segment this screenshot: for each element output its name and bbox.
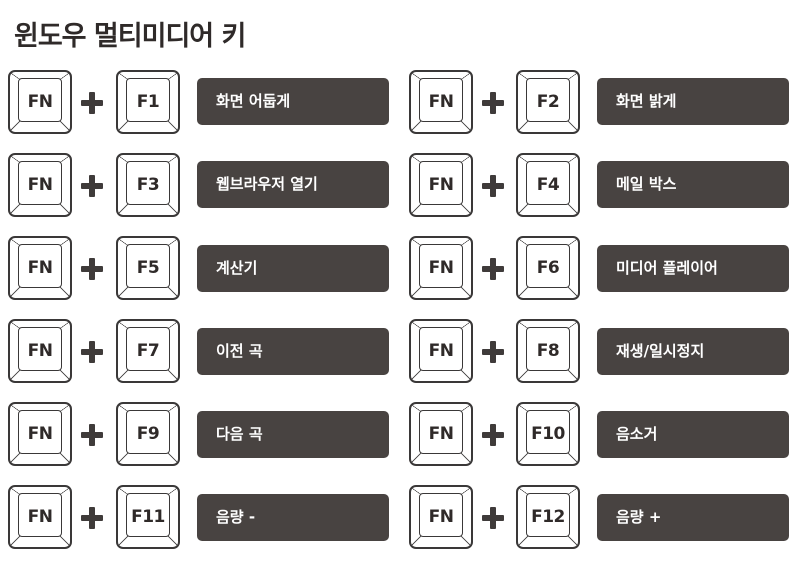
page-title: 윈도우 멀티미디어 키 bbox=[14, 21, 246, 52]
function-key-label: F11 bbox=[131, 507, 165, 527]
plus-icon bbox=[81, 507, 103, 529]
fn-key-label: FN bbox=[428, 507, 454, 527]
function-key-keycap: F10 bbox=[516, 402, 580, 466]
plus-icon bbox=[482, 424, 504, 446]
function-key-keycap: F1 bbox=[116, 70, 180, 134]
fn-key-label: FN bbox=[428, 92, 454, 112]
fn-key-label: FN bbox=[27, 424, 53, 444]
function-key-keycap: F4 bbox=[516, 153, 580, 217]
fn-key-keycap: FN bbox=[409, 153, 473, 217]
function-key-keycap: F8 bbox=[516, 319, 580, 383]
action-label: 미디어 플레이어 bbox=[597, 245, 789, 292]
function-key-label: F3 bbox=[136, 175, 160, 195]
plus-icon bbox=[482, 507, 504, 529]
action-label: 음량 - bbox=[197, 494, 389, 541]
action-label: 메일 박스 bbox=[597, 161, 789, 208]
function-key-keycap: F12 bbox=[516, 485, 580, 549]
fn-key-keycap: FN bbox=[8, 319, 72, 383]
action-label: 음소거 bbox=[597, 411, 789, 458]
function-key-keycap: F5 bbox=[116, 236, 180, 300]
fn-key-label: FN bbox=[428, 258, 454, 278]
fn-key-keycap: FN bbox=[8, 153, 72, 217]
function-key-label: F9 bbox=[136, 424, 160, 444]
action-label: 화면 어둡게 bbox=[197, 78, 389, 125]
action-label: 화면 밝게 bbox=[597, 78, 789, 125]
fn-key-label: FN bbox=[27, 92, 53, 112]
fn-key-keycap: FN bbox=[409, 319, 473, 383]
function-key-label: F6 bbox=[536, 258, 560, 278]
fn-key-keycap: FN bbox=[409, 236, 473, 300]
fn-key-label: FN bbox=[428, 175, 454, 195]
function-key-keycap: F11 bbox=[116, 485, 180, 549]
function-key-label: F7 bbox=[136, 341, 160, 361]
action-label: 다음 곡 bbox=[197, 411, 389, 458]
plus-icon bbox=[482, 92, 504, 114]
plus-icon bbox=[81, 175, 103, 197]
fn-key-label: FN bbox=[27, 258, 53, 278]
fn-key-keycap: FN bbox=[8, 485, 72, 549]
function-key-keycap: F2 bbox=[516, 70, 580, 134]
plus-icon bbox=[81, 341, 103, 363]
function-key-label: F10 bbox=[531, 424, 565, 444]
plus-icon bbox=[482, 341, 504, 363]
function-key-keycap: F7 bbox=[116, 319, 180, 383]
plus-icon bbox=[482, 258, 504, 280]
plus-icon bbox=[81, 424, 103, 446]
fn-key-label: FN bbox=[27, 175, 53, 195]
fn-key-label: FN bbox=[428, 424, 454, 444]
action-label: 계산기 bbox=[197, 245, 389, 292]
plus-icon bbox=[482, 175, 504, 197]
plus-icon bbox=[81, 92, 103, 114]
fn-key-keycap: FN bbox=[8, 402, 72, 466]
action-label: 웹브라우저 열기 bbox=[197, 161, 389, 208]
fn-key-keycap: FN bbox=[409, 402, 473, 466]
function-key-keycap: F9 bbox=[116, 402, 180, 466]
fn-key-keycap: FN bbox=[8, 236, 72, 300]
function-key-label: F2 bbox=[536, 92, 560, 112]
function-key-label: F12 bbox=[531, 507, 565, 527]
fn-key-keycap: FN bbox=[409, 485, 473, 549]
function-key-keycap: F3 bbox=[116, 153, 180, 217]
action-label: 이전 곡 bbox=[197, 328, 389, 375]
fn-key-keycap: FN bbox=[8, 70, 72, 134]
plus-icon bbox=[81, 258, 103, 280]
action-label: 재생/일시정지 bbox=[597, 328, 789, 375]
function-key-label: F5 bbox=[136, 258, 160, 278]
function-key-label: F8 bbox=[536, 341, 560, 361]
fn-key-label: FN bbox=[27, 341, 53, 361]
fn-key-label: FN bbox=[27, 507, 53, 527]
fn-key-label: FN bbox=[428, 341, 454, 361]
function-key-label: F1 bbox=[136, 92, 160, 112]
fn-key-keycap: FN bbox=[409, 70, 473, 134]
function-key-keycap: F6 bbox=[516, 236, 580, 300]
function-key-label: F4 bbox=[536, 175, 560, 195]
action-label: 음량 + bbox=[597, 494, 789, 541]
